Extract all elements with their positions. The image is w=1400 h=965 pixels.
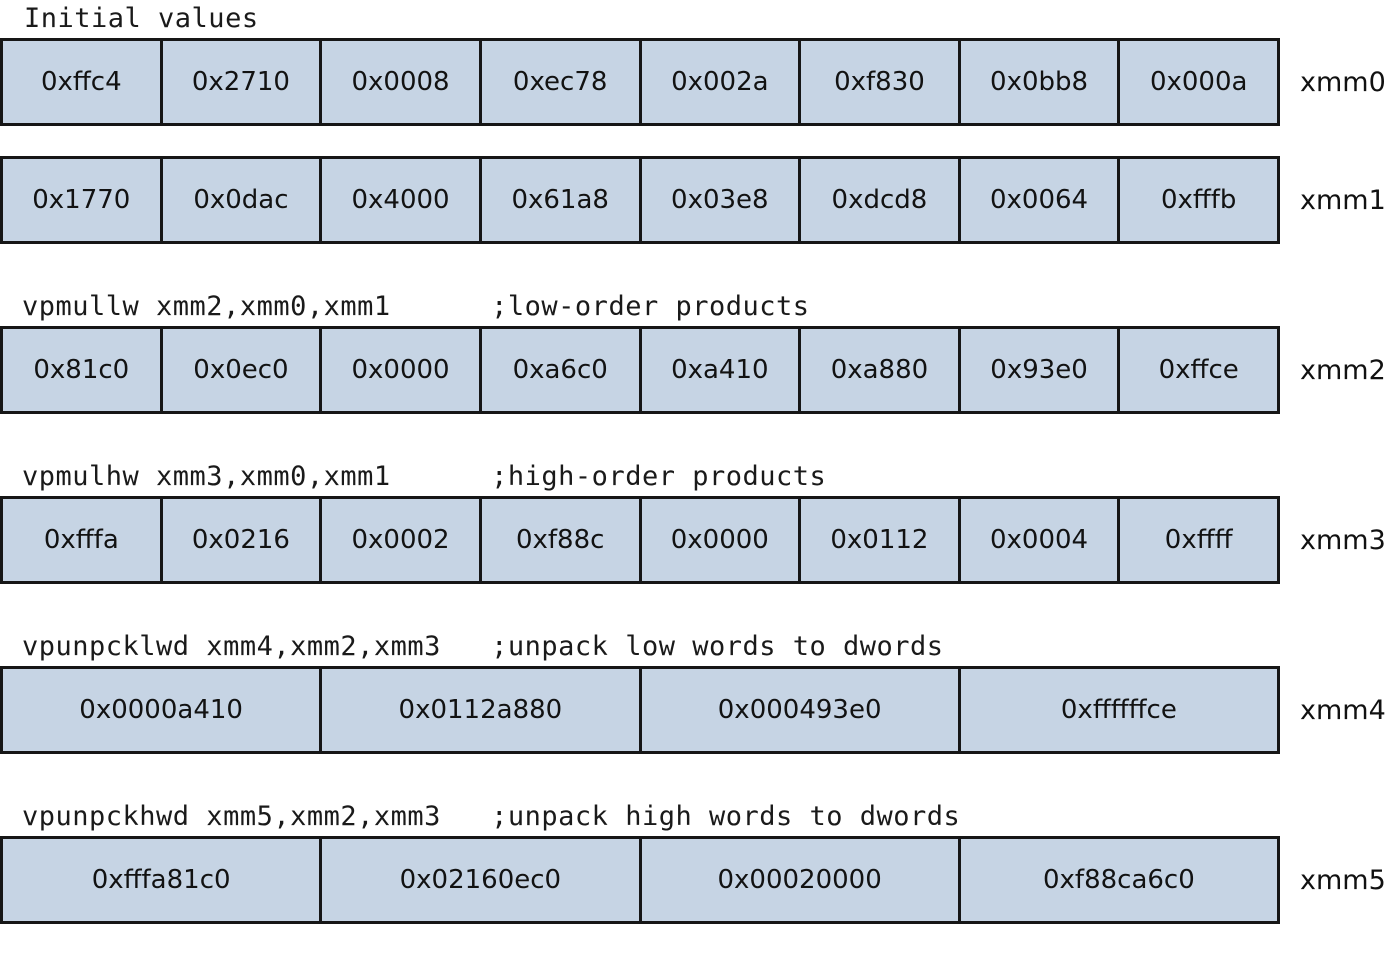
register-cell: 0x0064 — [960, 159, 1121, 241]
instruction-line-vpunpcklwd: vpunpcklwd xmm4,xmm2,xmm3 ;unpack low wo… — [22, 631, 944, 662]
register-cell: 0x0000 — [641, 499, 802, 581]
register-cell: 0x0004 — [960, 499, 1121, 581]
register-cell: 0x02160ec0 — [322, 839, 642, 921]
register-cell: 0xfffa81c0 — [3, 839, 323, 921]
register-row-xmm0: 0xffc4 0x2710 0x0008 0xec78 0x002a 0xf83… — [0, 38, 1400, 126]
register-cell: 0x93e0 — [960, 329, 1121, 411]
register-cells-xmm1: 0x1770 0x0dac 0x4000 0x61a8 0x03e8 0xdcd… — [0, 156, 1280, 244]
register-cell: 0x0dac — [162, 159, 323, 241]
register-row-xmm3: 0xfffa 0x0216 0x0002 0xf88c 0x0000 0x011… — [0, 496, 1400, 584]
register-cell: 0xffff — [1120, 499, 1277, 581]
register-cell: 0xf88ca6c0 — [960, 839, 1277, 921]
register-label-xmm1: xmm1 — [1300, 184, 1386, 216]
register-label-xmm4: xmm4 — [1300, 694, 1386, 726]
register-cells-xmm3: 0xfffa 0x0216 0x0002 0xf88c 0x0000 0x011… — [0, 496, 1280, 584]
register-cell: 0x000493e0 — [641, 669, 961, 751]
register-label-xmm0: xmm0 — [1300, 66, 1386, 98]
register-row-xmm4: 0x0000a410 0x0112a880 0x000493e0 0xfffff… — [0, 666, 1400, 754]
register-cells-xmm4: 0x0000a410 0x0112a880 0x000493e0 0xfffff… — [0, 666, 1280, 754]
register-cells-xmm0: 0xffc4 0x2710 0x0008 0xec78 0x002a 0xf83… — [0, 38, 1280, 126]
register-cells-xmm2: 0x81c0 0x0ec0 0x0000 0xa6c0 0xa410 0xa88… — [0, 326, 1280, 414]
figure-title: Initial values — [24, 3, 259, 34]
register-cell: 0xfffa — [3, 499, 163, 581]
register-cell: 0x000a — [1120, 41, 1277, 123]
register-row-xmm5: 0xfffa81c0 0x02160ec0 0x00020000 0xf88ca… — [0, 836, 1400, 924]
register-cell: 0x61a8 — [481, 159, 642, 241]
register-cell: 0x0216 — [162, 499, 323, 581]
register-cell: 0xa410 — [641, 329, 802, 411]
register-cell: 0x00020000 — [641, 839, 961, 921]
register-cell: 0xa880 — [801, 329, 961, 411]
register-cell: 0xa6c0 — [481, 329, 642, 411]
register-cell: 0x0000a410 — [3, 669, 323, 751]
register-cell: 0x0000 — [322, 329, 482, 411]
register-label-xmm5: xmm5 — [1300, 864, 1386, 896]
instruction-line-vpmullw: vpmullw xmm2,xmm0,xmm1 ;low-order produc… — [22, 291, 810, 322]
register-label-xmm3: xmm3 — [1300, 524, 1386, 556]
register-cell: 0xffc4 — [3, 41, 163, 123]
register-cell: 0x0002 — [322, 499, 482, 581]
register-cell: 0x0008 — [322, 41, 482, 123]
register-cell: 0x0bb8 — [960, 41, 1121, 123]
register-cell: 0xec78 — [481, 41, 642, 123]
register-cell: 0xf830 — [801, 41, 961, 123]
register-row-xmm1: 0x1770 0x0dac 0x4000 0x61a8 0x03e8 0xdcd… — [0, 156, 1400, 244]
register-cell: 0xfffb — [1120, 159, 1277, 241]
register-cell: 0xffce — [1120, 329, 1277, 411]
register-cell: 0x0112a880 — [322, 669, 642, 751]
register-cell: 0x0112 — [801, 499, 961, 581]
instruction-line-vpmulhw: vpmulhw xmm3,xmm0,xmm1 ;high-order produ… — [22, 461, 827, 492]
register-cell: 0xf88c — [481, 499, 642, 581]
register-cell: 0xffffffce — [960, 669, 1277, 751]
register-row-xmm2: 0x81c0 0x0ec0 0x0000 0xa6c0 0xa410 0xa88… — [0, 326, 1400, 414]
register-cell: 0x1770 — [3, 159, 163, 241]
register-cell: 0x03e8 — [641, 159, 802, 241]
register-cell: 0xdcd8 — [801, 159, 961, 241]
register-cell: 0x2710 — [162, 41, 323, 123]
register-cell: 0x81c0 — [3, 329, 163, 411]
instruction-line-vpunpckhwd: vpunpckhwd xmm5,xmm2,xmm3 ;unpack high w… — [22, 801, 961, 832]
register-cell: 0x4000 — [322, 159, 482, 241]
register-cells-xmm5: 0xfffa81c0 0x02160ec0 0x00020000 0xf88ca… — [0, 836, 1280, 924]
register-label-xmm2: xmm2 — [1300, 354, 1386, 386]
register-cell: 0x002a — [641, 41, 802, 123]
register-cell: 0x0ec0 — [162, 329, 323, 411]
